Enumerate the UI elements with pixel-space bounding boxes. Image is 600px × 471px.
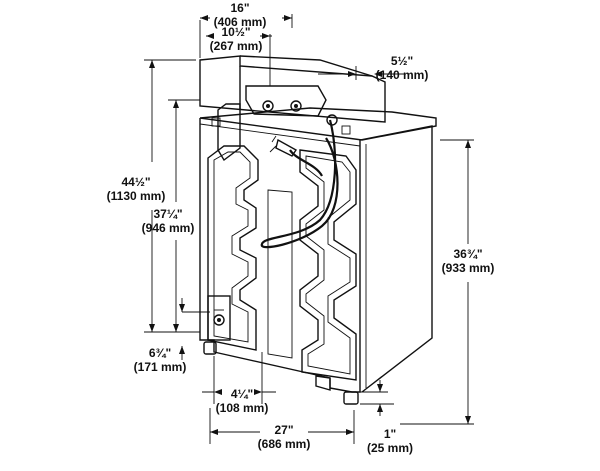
label-cabinet-width-metric: (686 mm) [258, 437, 311, 451]
drain-outlet [207, 295, 231, 341]
label-cabinet-width: 27" [274, 423, 293, 437]
foot-back-right [343, 391, 359, 405]
label-console-offset: 5½" [391, 54, 413, 68]
label-console-offset-metric: (140 mm) [376, 68, 429, 82]
label-lid-height: 37¼" [153, 207, 182, 221]
dimension-labels: 16" (406 mm) 10½" (267 mm) 5½" (140 mm) … [107, 1, 495, 455]
label-cabinet-height: 36¾" [453, 247, 482, 261]
label-drain-offset-metric: (108 mm) [216, 401, 269, 415]
label-drain-offset: 4¼" [231, 387, 253, 401]
label-drain-height: 6¾" [149, 346, 171, 360]
label-top-width-metric: (406 mm) [214, 15, 267, 29]
label-lid-height-metric: (946 mm) [142, 221, 195, 235]
label-top-width: 16" [230, 1, 249, 15]
control-console [199, 55, 386, 162]
cold-inlet-icon [290, 100, 302, 112]
dimension-lines [144, 14, 474, 444]
label-drain-height-metric: (171 mm) [134, 360, 187, 374]
foot-back-left [203, 341, 217, 355]
power-cord [260, 114, 339, 249]
hot-inlet-icon [262, 100, 274, 112]
label-overall-height-metric: (1130 mm) [107, 189, 166, 203]
label-foot-height: 1" [384, 427, 396, 441]
label-top-inner-metric: (267 mm) [210, 39, 263, 53]
label-foot-height-metric: (25 mm) [367, 441, 413, 455]
label-cabinet-height-metric: (933 mm) [442, 261, 495, 275]
label-overall-height: 44½" [121, 175, 150, 189]
leveling-feet [203, 341, 359, 405]
back-frame-ribs [207, 145, 357, 381]
label-top-inner: 10½" [221, 25, 250, 39]
drain-port-icon [213, 314, 225, 326]
